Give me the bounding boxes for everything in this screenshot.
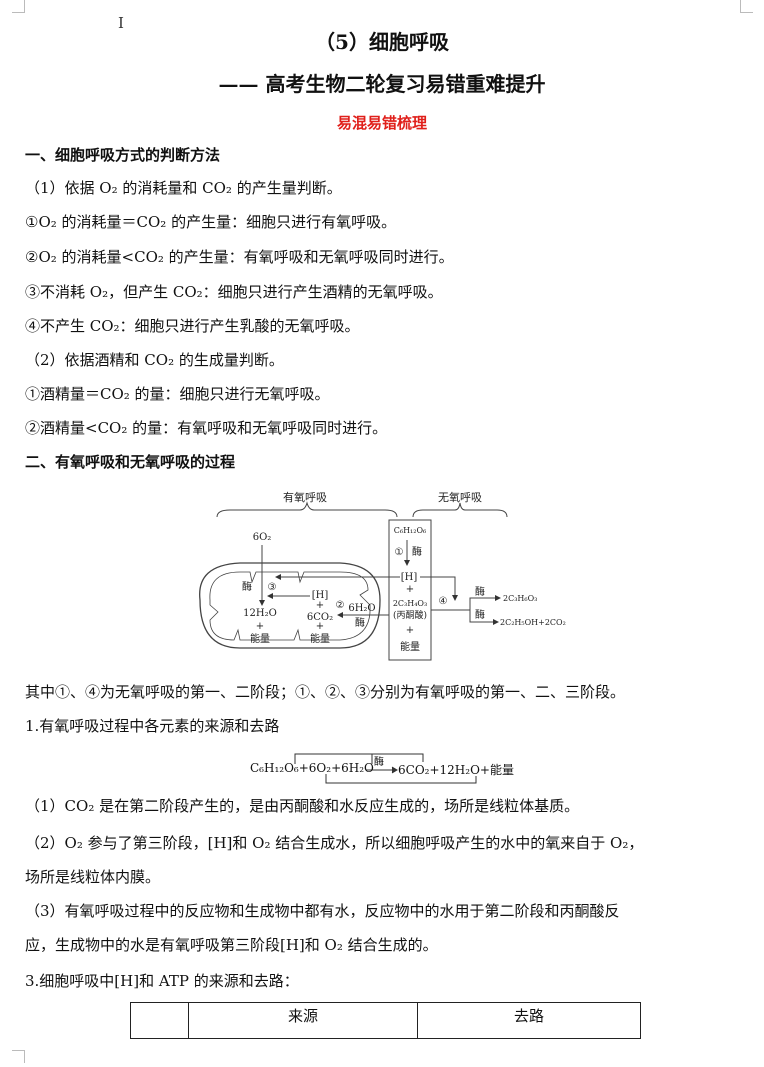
h-atp-table: 来源 去路	[130, 1002, 641, 1039]
table-header-cell	[130, 1002, 189, 1039]
plus: +	[316, 621, 324, 632]
paragraph: （2）O₂ 参与了第三阶段，[H]和 O₂ 结合生成水，所以细胞呼吸产生的水中的…	[25, 834, 644, 852]
mitochondrion-outer	[199, 562, 381, 649]
label-aerobic: 有氧呼吸	[283, 490, 327, 504]
heading-1: 一、细胞呼吸方式的判断方法	[25, 146, 221, 164]
label-enzyme: 酶	[475, 585, 485, 598]
label-water-in: 6H₂O	[348, 603, 375, 614]
page-title: （5）细胞呼吸	[315, 30, 449, 54]
paragraph: ④不产生 CO₂：细胞只进行产生乳酸的无氧呼吸。	[25, 317, 360, 335]
paragraph: 场所是线粒体内膜。	[25, 868, 161, 886]
label-glucose: C₆H₁₂O₆	[394, 526, 426, 535]
paragraph: 其中①、④为无氧呼吸的第一、二阶段；①、②、③分别为有氧呼吸的第一、二、三阶段。	[25, 683, 626, 701]
label-energy: 能量	[250, 632, 270, 645]
label-h: [H]	[401, 572, 418, 583]
respiration-diagram: 有氧呼吸 无氧呼吸 6O₂ C₆H₁₂O₆ ① 酶 [H] + 2C₃H₄O₃ …	[199, 490, 566, 661]
cytoplasm-box	[388, 519, 432, 661]
table-header-cell: 来源	[188, 1002, 418, 1039]
label-energy: 能量	[400, 640, 420, 653]
label-enzyme: 酶	[355, 616, 365, 629]
aerobic-brace	[216, 501, 398, 518]
label-pyruvate-name: (丙酮酸)	[393, 610, 427, 621]
equation-products: 6CO₂+12H₂O+能量	[398, 763, 514, 777]
stage-1: ①	[395, 547, 404, 558]
stage-4: ④	[439, 596, 448, 607]
equation-tracking-lines	[294, 753, 477, 784]
stage-2: ②	[336, 600, 345, 611]
paragraph: （1）依据 O₂ 的消耗量和 CO₂ 的产生量判断。	[25, 179, 342, 197]
paragraph: ③不消耗 O₂，但产生 CO₂：细胞只进行产生酒精的无氧呼吸。	[25, 283, 443, 301]
text-cursor: I	[118, 14, 124, 32]
mitochondrion-inner	[209, 571, 371, 641]
paragraph: 应，生成物中的水是有氧呼吸第三阶段[H]和 O₂ 结合生成的。	[25, 936, 438, 954]
paragraph: 3.细胞呼吸中[H]和 ATP 的来源和去路：	[25, 972, 299, 990]
label-enzyme: 酶	[242, 580, 252, 593]
page-subtitle: —— 高考生物二轮复习易错重难提升	[218, 72, 546, 96]
paragraph: 1.有氧呼吸过程中各元素的来源和去路	[25, 717, 280, 735]
label-ethanol: 2C₂H₅OH+2CO₂	[500, 618, 566, 627]
paragraph: （3）有氧呼吸过程中的反应物和生成物中都有水，反应物中的水用于第二阶段和丙酮酸反	[25, 902, 620, 920]
label-h: [H]	[312, 590, 329, 601]
label-water-out: 12H₂O	[243, 608, 277, 619]
plus: +	[256, 621, 264, 632]
plus: +	[406, 625, 414, 636]
plus: +	[316, 600, 324, 611]
anaerobic-brace	[412, 502, 508, 518]
label-lactate: 2C₃H₆O₃	[503, 594, 537, 603]
label-o2: 6O₂	[253, 532, 272, 543]
table-header-cell: 去路	[417, 1002, 641, 1039]
page-corner-mark	[740, 0, 753, 13]
paragraph: ①O₂ 的消耗量＝CO₂ 的产生量：细胞只进行有氧呼吸。	[25, 213, 397, 231]
page-corner-mark	[12, 0, 25, 13]
heading-2: 二、有氧呼吸和无氧呼吸的过程	[25, 453, 236, 471]
label-energy: 能量	[310, 632, 330, 645]
paragraph: （1）CO₂ 是在第二阶段产生的，是由丙酮酸和水反应生成的，场所是线粒体基质。	[25, 797, 580, 815]
page-corner-mark	[12, 1050, 25, 1063]
paragraph: （2）依据酒精和 CO₂ 的生成量判断。	[25, 351, 284, 369]
label-enzyme: 酶	[475, 608, 485, 621]
equation-enzyme: 酶	[374, 757, 384, 768]
paragraph: ②酒精量<CO₂ 的量：有氧呼吸和无氧呼吸同时进行。	[25, 419, 388, 437]
label-co2: 6CO₂	[307, 612, 333, 623]
label-enzyme: 酶	[412, 545, 422, 558]
label-pyruvate: 2C₃H₄O₃	[393, 599, 427, 608]
paragraph: ②O₂ 的消耗量<CO₂ 的产生量：有氧呼吸和无氧呼吸同时进行。	[25, 248, 454, 266]
section-heading-red: 易混易错梳理	[336, 114, 427, 132]
equation-reactants: C₆H₁₂O₆+6O₂+6H₂O	[250, 761, 374, 775]
paragraph: ①酒精量＝CO₂ 的量：细胞只进行无氧呼吸。	[25, 385, 330, 403]
label-anaerobic: 无氧呼吸	[438, 490, 482, 504]
stage-3: ③	[268, 582, 277, 593]
table-header-row: 来源 去路	[130, 1002, 641, 1039]
plus: +	[406, 584, 414, 595]
equation: C₆H₁₂O₆+6O₂+6H₂O 酶 6CO₂+12H₂O+能量	[248, 752, 528, 786]
